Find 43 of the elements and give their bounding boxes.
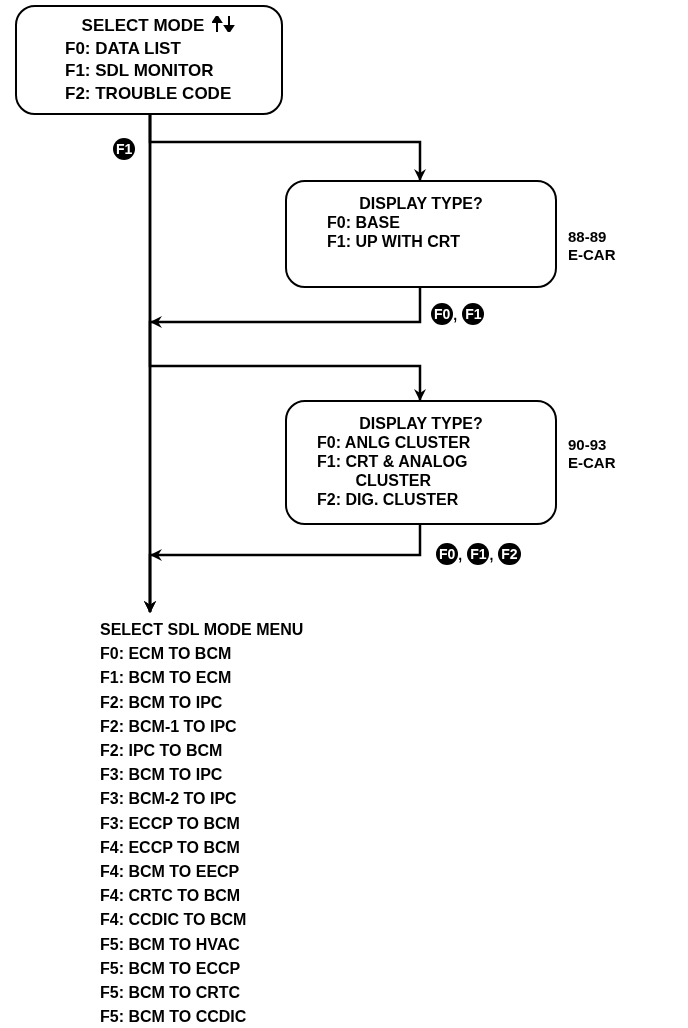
option-text: F5: BCM TO HVAC: [100, 935, 240, 953]
screen-box: [285, 400, 557, 525]
screen-box: [285, 180, 557, 288]
key-badge: F0: [433, 305, 452, 323]
option-text: F4: BCM TO EECP: [100, 863, 240, 881]
key-badge: F2: [500, 545, 519, 563]
key-badge: F1: [115, 140, 134, 158]
option-text: F2: BCM TO IPC: [100, 693, 223, 711]
model-year-note: 90-93 E-CAR: [568, 436, 617, 472]
option-text: F3: ECCP TO BCM: [100, 814, 240, 832]
option-text: F0: ECM TO BCM: [100, 645, 232, 663]
separator-text: ,: [453, 307, 459, 323]
separator-text: ,: [489, 547, 495, 563]
separator-text: ,: [458, 547, 464, 563]
option-text: F1: SDL MONITOR: [65, 61, 214, 80]
option-text: F4: CCDIC TO BCM: [100, 911, 247, 929]
heading-text: SELECT MODE: [81, 16, 205, 35]
key-badge: F1: [469, 545, 488, 563]
key-badge: F0: [438, 545, 457, 563]
screen-box: [15, 5, 283, 115]
heading-text: DISPLAY TYPE?: [359, 415, 483, 432]
flow-arrow: [144, 115, 156, 613]
option-text: F0: ANLG CLUSTER: [317, 433, 472, 452]
option-text: F2: BCM-1 TO IPC: [100, 717, 237, 735]
option-text: F1: UP WITH CRT: [327, 233, 461, 250]
option-text: F4: CRTC TO BCM: [100, 887, 241, 905]
option-text: F2: TROUBLE CODE: [65, 83, 232, 103]
option-text: F5: BCM TO ECCP: [100, 959, 241, 977]
option-text: F2: IPC TO BCM: [100, 742, 223, 759]
key-badge: F1: [464, 305, 483, 323]
option-text: F0: DATA LIST: [65, 38, 181, 58]
option-text: F0: BASE: [327, 214, 400, 231]
heading-text: SELECT SDL MODE MENU: [100, 621, 304, 638]
option-text: F3: BCM-2 TO IPC: [100, 790, 237, 808]
heading-text: DISPLAY TYPE?: [359, 195, 483, 212]
option-text: F2: DIG. CLUSTER: [317, 490, 460, 509]
option-text: F4: ECCP TO BCM: [100, 838, 240, 856]
model-year-note: 88-89 E-CAR: [568, 228, 617, 264]
option-text: F5: BCM TO CRTC: [100, 984, 241, 1002]
option-text: F5: BCM TO CCDIC: [100, 1008, 247, 1026]
option-text: F1: CRT & ANALOG CLUSTER: [317, 452, 469, 490]
option-text: F3: BCM TO IPC: [100, 766, 223, 784]
option-text: F1: BCM TO ECM: [100, 669, 232, 687]
